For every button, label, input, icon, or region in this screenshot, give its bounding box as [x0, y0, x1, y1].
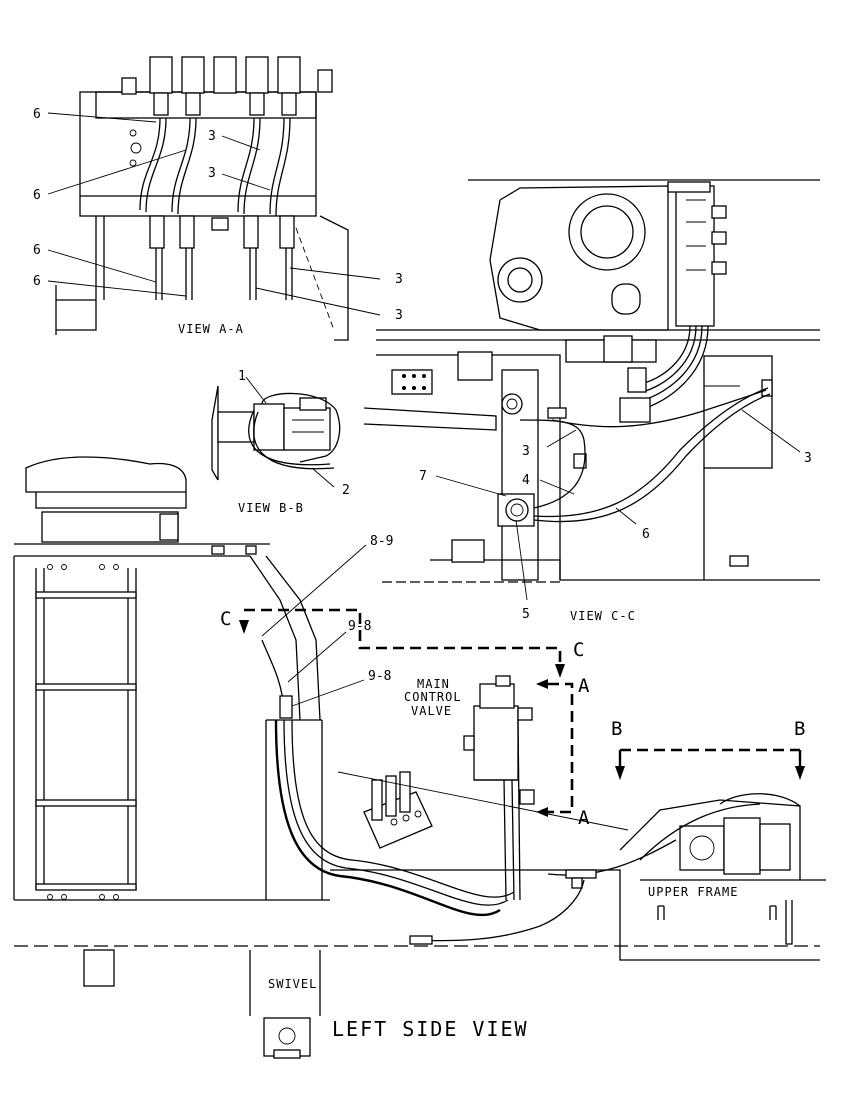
- callout-a-6-4: 6: [33, 274, 41, 289]
- callout-b-1: 1: [238, 369, 246, 384]
- callout-c-5: 5: [522, 607, 530, 622]
- swivel-label: SWIVEL: [268, 977, 317, 991]
- section-a-top: A: [578, 675, 590, 697]
- callout-c-4: 4: [522, 473, 530, 488]
- view-a-a: 6 6 3 3 6 6 3 3 VIEW A-A: [33, 56, 403, 341]
- left-side-view-caption: LEFT SIDE VIEW: [332, 1017, 529, 1041]
- section-b-right: B: [794, 718, 805, 740]
- view-c-c: 3 3 7 4 6 5 VIEW C-C: [363, 179, 820, 623]
- callout-c-3-2: 3: [804, 451, 812, 466]
- callout-8-9: 8-9: [370, 534, 393, 549]
- view-b-b: 1 2 VIEW B-B: [211, 369, 350, 515]
- upper-frame-label: UPPER FRAME: [648, 885, 738, 899]
- callout-c-3-1: 3: [522, 444, 530, 459]
- callout-9-8-2: 9-8: [368, 669, 391, 684]
- main-control-valve-label-2: CONTROL: [404, 690, 462, 704]
- callout-c-7: 7: [419, 469, 427, 484]
- callout-a-3-2: 3: [208, 166, 216, 181]
- section-c-left: C: [220, 608, 231, 630]
- view-b-b-caption: VIEW B-B: [238, 501, 304, 515]
- main-control-valve-label-3: VALVE: [411, 704, 452, 718]
- callout-a-3-1: 3: [208, 129, 216, 144]
- view-c-c-caption: VIEW C-C: [570, 609, 636, 623]
- callout-a-3-3: 3: [395, 272, 403, 287]
- section-b-left: B: [611, 718, 622, 740]
- callout-b-2: 2: [342, 483, 350, 498]
- callout-a-3-4: 3: [395, 308, 403, 323]
- callout-9-8-1: 9-8: [348, 619, 371, 634]
- callout-a-6-3: 6: [33, 243, 41, 258]
- left-side-view: SWIVEL C C A A B B 8-9 9-8 9-8 MAIN CONT…: [13, 456, 826, 1059]
- callout-a-6-1: 6: [33, 107, 41, 122]
- callout-c-6: 6: [642, 527, 650, 542]
- section-c-right: C: [573, 639, 584, 661]
- section-a-bottom: A: [578, 807, 590, 829]
- view-a-a-caption: VIEW A-A: [178, 322, 244, 336]
- main-control-valve-label-1: MAIN: [417, 677, 450, 691]
- callout-a-6-2: 6: [33, 188, 41, 203]
